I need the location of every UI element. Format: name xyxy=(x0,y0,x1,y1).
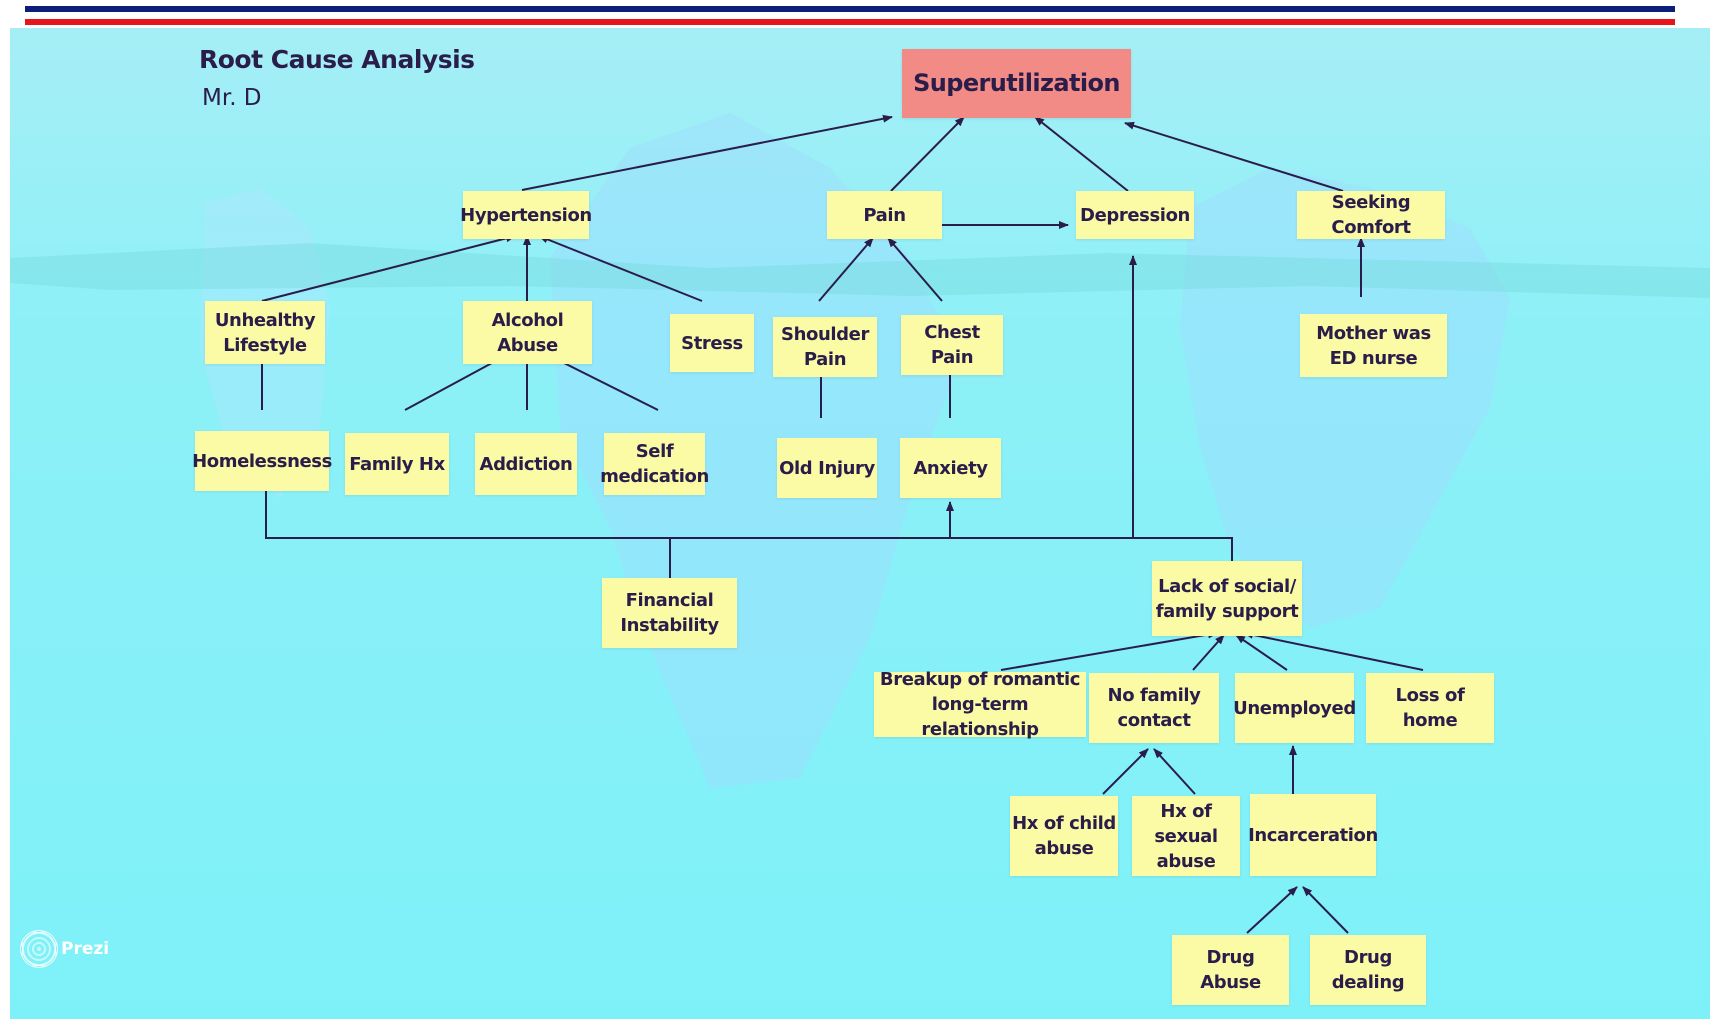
node-sexual-abuse: Hx of sexual abuse xyxy=(1132,796,1240,876)
node-incarceration: Incarceration xyxy=(1248,794,1378,876)
top-stripe-red xyxy=(25,19,1675,25)
arrow xyxy=(1302,886,1349,934)
arrow xyxy=(1192,634,1225,671)
arrow xyxy=(818,237,874,302)
node-homelessness: Homelessness xyxy=(192,431,332,491)
arrow xyxy=(887,237,943,302)
brand-label: Prezi xyxy=(61,939,110,959)
node-old-injury: Old Injury xyxy=(777,438,877,498)
arrow xyxy=(1153,748,1196,795)
node-anxiety: Anxiety xyxy=(900,438,1001,498)
node-alcohol-abuse: Alcohol Abuse xyxy=(463,301,592,364)
arrow xyxy=(1000,630,1218,671)
node-drug-abuse: Drug Abuse xyxy=(1172,935,1289,1005)
node-self-medication: Self medication xyxy=(600,433,709,495)
node-loss-of-home: Loss of home xyxy=(1366,673,1494,743)
arrow xyxy=(890,116,965,192)
arrow xyxy=(261,234,516,302)
node-mother-ed-nurse: Mother was ED nurse xyxy=(1300,314,1447,377)
arrow xyxy=(1124,121,1344,192)
node-shoulder-pain: Shoulder Pain xyxy=(773,317,877,377)
node-family-hx: Family Hx xyxy=(345,433,449,495)
arrow xyxy=(1034,116,1129,192)
slide-title: Root Cause Analysis xyxy=(199,45,475,74)
prezi-brand[interactable]: Prezi xyxy=(20,930,109,968)
node-drug-dealing: Drug dealing xyxy=(1310,935,1426,1005)
node-lack-support: Lack of social/ family support xyxy=(1152,561,1302,636)
prezi-logo-icon xyxy=(20,930,58,968)
node-unhealthy-lifestyle: Unhealthy Lifestyle xyxy=(205,301,325,364)
node-unemployed: Unemployed xyxy=(1233,673,1356,743)
node-stress: Stress xyxy=(670,314,754,372)
slide-canvas: Root Cause Analysis Mr. D Superutilizati… xyxy=(10,28,1710,1019)
slide-subtitle: Mr. D xyxy=(202,85,262,111)
arrow xyxy=(538,235,703,302)
node-seeking-comfort: Seeking Comfort xyxy=(1297,191,1445,239)
arrow xyxy=(1102,748,1149,795)
top-stripe-blue xyxy=(25,6,1675,12)
node-no-family-contact: No family contact xyxy=(1089,673,1219,743)
node-breakup: Breakup of romantic long-term relationsh… xyxy=(874,669,1086,740)
arrow xyxy=(521,114,893,191)
node-pain: Pain xyxy=(827,191,942,239)
node-addiction: Addiction xyxy=(475,433,577,495)
node-financial-instability: Financial Instability xyxy=(602,578,737,648)
node-superutilization: Superutilization xyxy=(902,49,1131,118)
arrow xyxy=(1246,886,1298,934)
arrow-layer xyxy=(258,114,1424,934)
iceberg-shape xyxy=(1180,168,1510,628)
arrow xyxy=(1243,630,1424,671)
node-child-abuse: Hx of child abuse xyxy=(1010,796,1118,876)
node-depression: Depression xyxy=(1076,191,1194,239)
node-hypertension: Hypertension xyxy=(460,191,592,239)
arrow xyxy=(1235,634,1288,671)
node-chest-pain: Chest Pain xyxy=(901,315,1003,375)
